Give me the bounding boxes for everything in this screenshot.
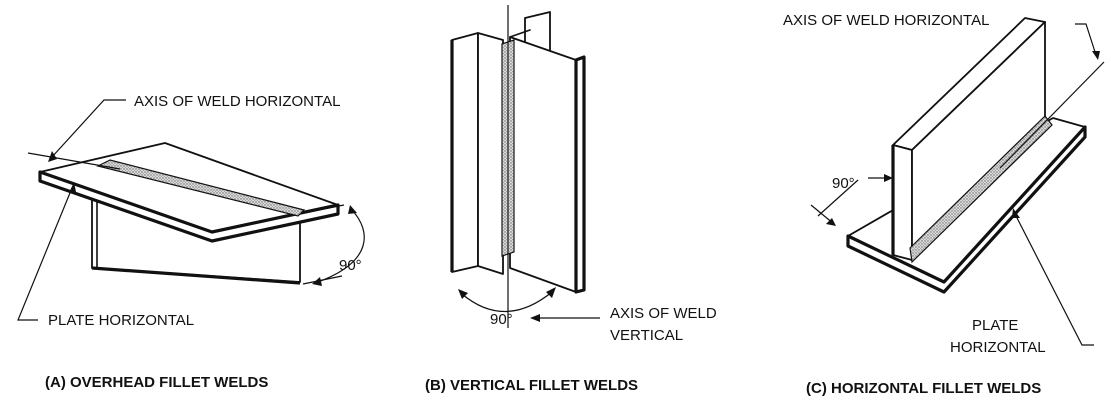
figure-c-plate-label-2: HORIZONTAL — [950, 339, 1046, 356]
figure-a-weld-axis-line — [27, 152, 121, 170]
figure-b-caption: (B) VERTICAL FILLET WELDS — [425, 377, 638, 394]
figure-b-axis-label: AXIS OF WELD — [610, 305, 717, 322]
figure-a-plate-leader — [17, 187, 73, 321]
figure-a-axis-label: AXIS OF WELD HORIZONTAL — [134, 93, 340, 110]
figure-a-angle-arc — [317, 209, 365, 283]
figure-c-plate-leader — [1014, 213, 1094, 346]
figure-a-weld-bead — [96, 159, 306, 217]
figure-a-plate-label: PLATE HORIZONTAL — [48, 312, 194, 329]
figure-b-vertical-label: VERTICAL — [610, 327, 683, 344]
figure-a-vertical-plate-bottom-edge — [91, 266, 301, 285]
figure-c-caption: (C) HORIZONTAL FILLET WELDS — [806, 380, 1041, 397]
figure-a-angle-label: 90° — [339, 257, 362, 274]
figure-c-weld-axis-line — [999, 61, 1105, 169]
figure-c-base-plate-edge — [846, 125, 1087, 294]
figure-c-axis-label: AXIS OF WELD HORIZONTAL — [783, 12, 989, 29]
figure-b-vertical: 90° AXIS OF WELD VERTICAL (B) VERTICAL F… — [425, 5, 717, 394]
figure-b-angle-arc — [461, 291, 553, 313]
figure-b-left-plate — [451, 32, 479, 273]
figure-b-right-plate — [509, 36, 577, 293]
figure-c-plate-label-1: PLATE — [972, 317, 1018, 334]
figure-a-axis-leader — [51, 99, 126, 158]
figure-a-overhead: 90° AXIS OF WELD HORIZONTAL PLATE HORIZO… — [17, 93, 365, 391]
figure-a-caption: (A) OVERHEAD FILLET WELDS — [45, 374, 268, 391]
figure-a-horizontal-plate-edge — [38, 170, 340, 243]
figure-c-weld-bead — [909, 115, 1053, 264]
figure-c-angle-label: 90° — [832, 175, 855, 192]
figure-c-axis-leader — [1075, 23, 1097, 56]
figure-b-angle-label: 90° — [490, 311, 513, 328]
figure-c-horizontal: AXIS OF WELD HORIZONTAL 90° PLATE HORIZO… — [783, 12, 1105, 397]
